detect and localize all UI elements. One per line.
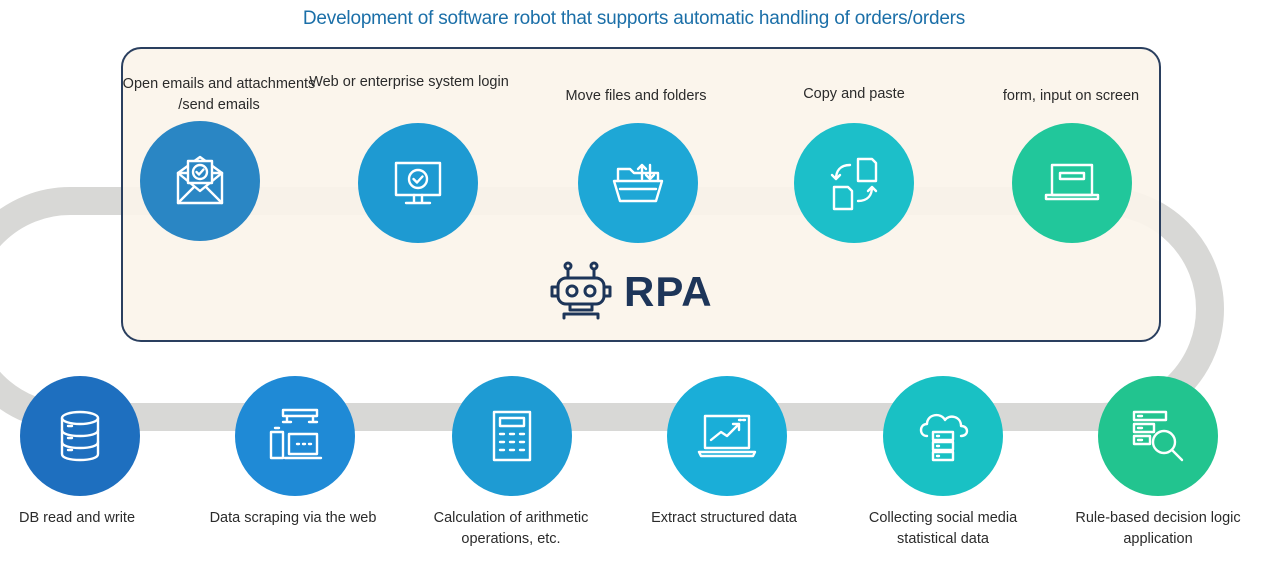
rpa-logo: RPA bbox=[548, 260, 713, 324]
monitor-check-icon bbox=[394, 161, 442, 205]
step-web-scraping bbox=[235, 376, 355, 496]
step-label-web-scraping: Data scraping via the web bbox=[209, 510, 377, 526]
calculator-icon bbox=[492, 410, 532, 462]
step-label-rule-based: Rule-based decision logic application bbox=[1075, 510, 1241, 547]
step-structured-data bbox=[667, 376, 787, 496]
web-scraping-icon bbox=[269, 408, 323, 460]
step-label-move-files: Move files and folders bbox=[565, 88, 707, 104]
step-open-emails bbox=[140, 121, 260, 241]
step-label-db: DB read and write bbox=[18, 510, 136, 526]
step-label-form-input: form, input on screen bbox=[1002, 88, 1140, 104]
step-label-structured-data: Extract structured data bbox=[651, 510, 797, 526]
chart-screen-icon bbox=[697, 414, 757, 458]
step-system-login bbox=[358, 123, 478, 243]
step-social-media bbox=[883, 376, 1003, 496]
folder-transfer-icon bbox=[612, 163, 664, 203]
page-title: Development of software robot that suppo… bbox=[302, 8, 966, 29]
copy-paste-icon bbox=[830, 157, 878, 211]
rpa-label: RPA bbox=[624, 268, 713, 315]
step-label-copy-paste: Copy and paste bbox=[803, 86, 905, 102]
robot-icon bbox=[550, 261, 612, 320]
step-label-calculation: Calculation of arithmetic operations, et… bbox=[433, 510, 589, 547]
step-move-files bbox=[578, 123, 698, 243]
database-icon bbox=[60, 410, 100, 462]
step-label-social-media: Collecting social media statistical data bbox=[868, 510, 1018, 547]
step-label-open-emails: Open emails and attachments /send emails bbox=[122, 76, 316, 113]
envelope-check-icon bbox=[176, 155, 224, 205]
step-copy-paste bbox=[794, 123, 914, 243]
step-calculation bbox=[452, 376, 572, 496]
server-search-icon bbox=[1132, 410, 1184, 462]
screen-form-icon bbox=[1044, 163, 1100, 201]
step-form-input bbox=[1012, 123, 1132, 243]
cloud-database-icon bbox=[919, 413, 969, 462]
step-label-system-login: Web or enterprise system login bbox=[309, 74, 509, 90]
step-db-read-write bbox=[20, 376, 140, 496]
step-rule-based bbox=[1098, 376, 1218, 496]
